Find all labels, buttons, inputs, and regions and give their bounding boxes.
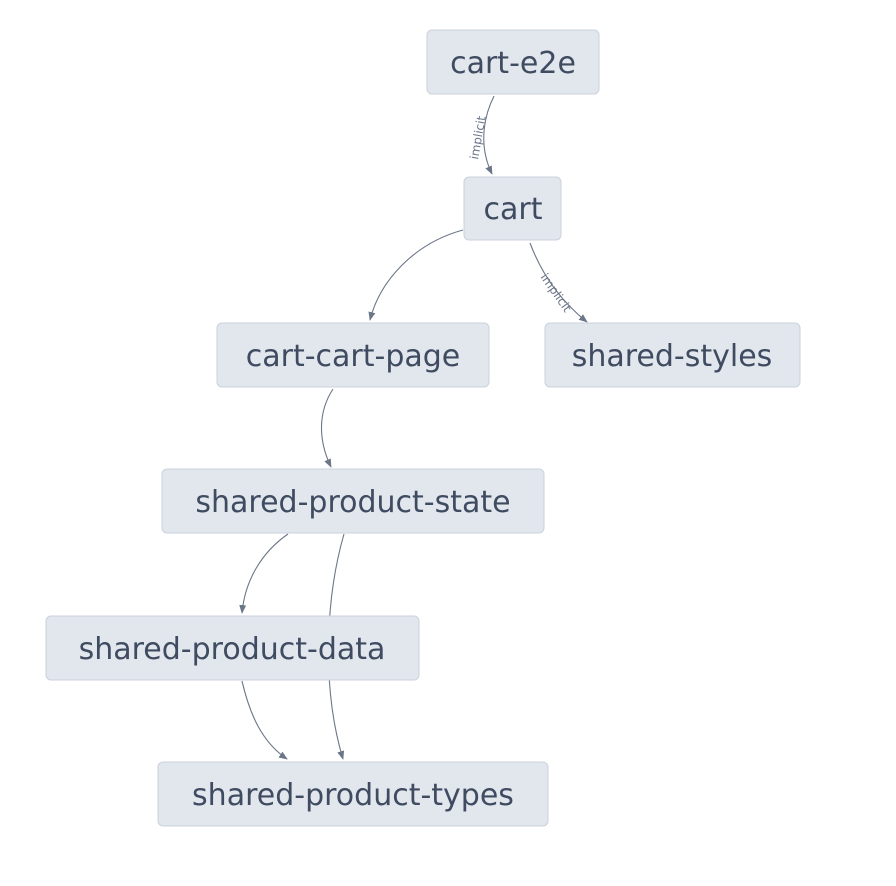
node-cart[interactable]: cart [463, 176, 562, 241]
edge-cart-to-shared-styles: implicit [529, 242, 588, 323]
node-cart-cart-page[interactable]: cart-cart-page [216, 322, 490, 388]
node-shared-styles[interactable]: shared-styles [544, 322, 801, 388]
node-label: shared-styles [572, 339, 773, 374]
edge-shared-product-data-to-shared-product-types [241, 680, 288, 760]
edge-label-implicit: implicit [538, 271, 575, 315]
edge-shared-product-state-to-shared-product-data [239, 533, 289, 614]
node-label: cart-cart-page [246, 339, 461, 374]
node-label: shared-product-state [195, 485, 510, 520]
node-label: shared-product-types [192, 778, 514, 813]
node-label: shared-product-data [79, 632, 386, 667]
edge-cart-e2e-to-cart: implicit [467, 95, 495, 175]
node-shared-product-data[interactable]: shared-product-data [45, 615, 420, 681]
node-cart-e2e[interactable]: cart-e2e [426, 29, 600, 95]
edge-cart-cart-page-to-shared-product-state [320, 388, 334, 468]
node-shared-product-types[interactable]: shared-product-types [157, 761, 549, 827]
node-label: cart [484, 192, 543, 227]
edge-cart-to-cart-cart-page [368, 229, 464, 321]
node-label: cart-e2e [450, 46, 576, 81]
nodes: cart-e2e cart cart-cart-page shared-styl… [45, 29, 801, 827]
node-shared-product-state[interactable]: shared-product-state [161, 468, 545, 534]
